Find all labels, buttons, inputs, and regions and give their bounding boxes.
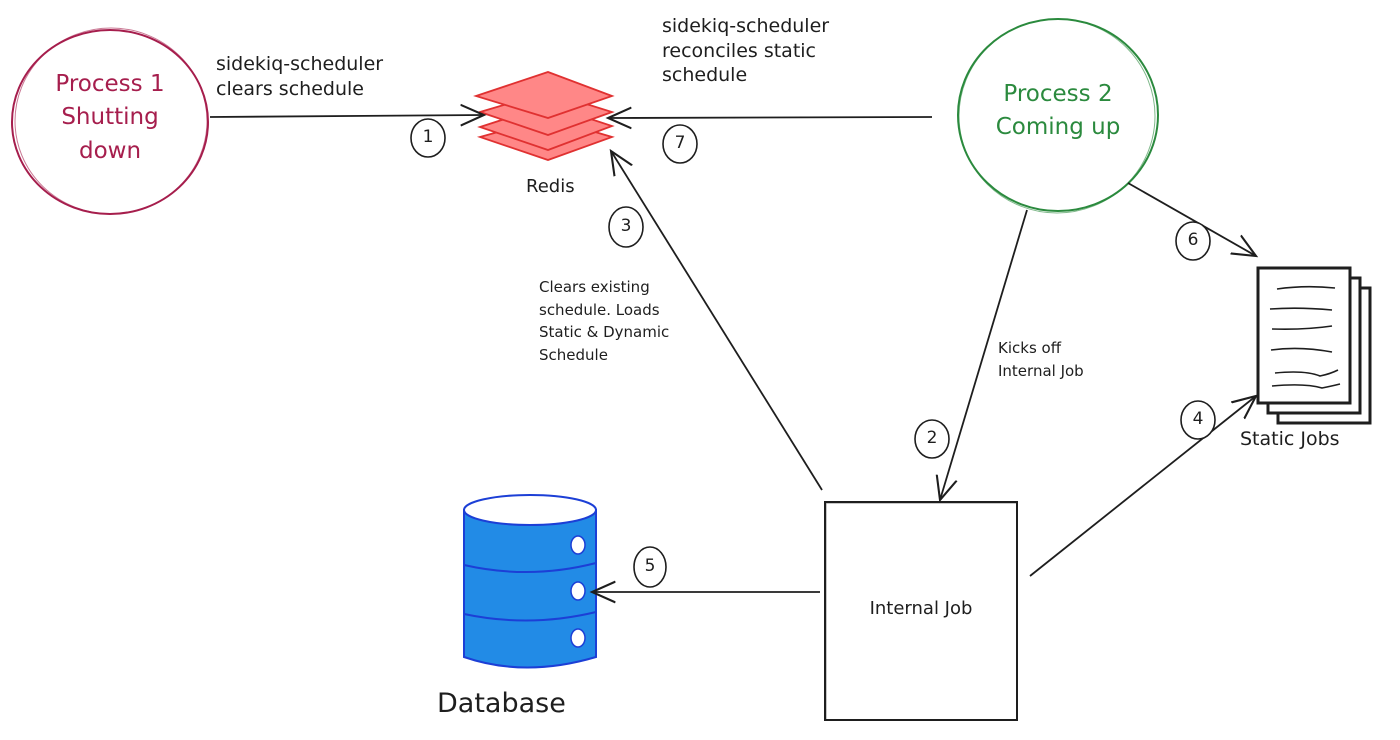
step-5-number: 5 (644, 556, 656, 576)
step-3-number: 3 (620, 216, 632, 236)
document-line (1276, 285, 1336, 290)
step-2-number: 2 (926, 428, 938, 448)
process1-circle-sketch (14, 27, 208, 215)
stacked-layers-icon (473, 71, 615, 161)
edge-7-label: sidekiq-scheduler reconciles static sche… (662, 15, 830, 87)
step-1-badge (410, 118, 446, 158)
process1-node[interactable] (11, 27, 209, 215)
edge-1-arrow[interactable] (209, 115, 484, 117)
step-4-number: 4 (1192, 409, 1204, 429)
database-light (570, 535, 586, 555)
static-jobs-label: Static Jobs (1240, 428, 1340, 450)
document-line (1274, 369, 1339, 377)
static-jobs-node[interactable] (1256, 266, 1372, 425)
document-line (1270, 347, 1333, 353)
database-label: Database (437, 688, 566, 719)
internal-job-node[interactable] (824, 501, 1018, 721)
database-divider (463, 562, 597, 573)
document-line (1271, 383, 1341, 389)
database-divider (463, 611, 597, 622)
step-1-number: 1 (422, 127, 434, 147)
edge-3-arrow[interactable] (611, 151, 823, 491)
redis-label: Redis (526, 176, 575, 197)
document-line (1269, 307, 1333, 311)
edge-2-arrow[interactable] (940, 209, 1028, 500)
process1-label: Process 1 Shutting down (55, 71, 165, 164)
step-6-number: 6 (1187, 230, 1199, 250)
document-line (1271, 325, 1333, 330)
step-5-badge (633, 546, 667, 588)
edge-2-label: Kicks off Internal Job (998, 339, 1084, 380)
step-4-badge (1180, 400, 1216, 440)
internal-job-label: Internal Job (869, 598, 973, 619)
edge-6-arrow[interactable] (1127, 182, 1256, 256)
internal-job-box-sketch (825, 502, 1018, 721)
process2-circle-sketch (958, 18, 1156, 214)
step-6-badge (1175, 221, 1211, 261)
database-light (570, 628, 586, 648)
document-front (1256, 266, 1352, 405)
step-7-badge (662, 124, 698, 164)
database-node[interactable] (463, 494, 597, 669)
database-cylinder-icon (463, 494, 597, 669)
process2-node[interactable] (957, 18, 1159, 214)
edge-1-label: sidekiq-scheduler clears schedule (216, 53, 384, 100)
redis-node[interactable] (473, 71, 615, 161)
step-2-badge (914, 419, 950, 459)
redis-layer-1 (473, 71, 615, 119)
database-top (463, 494, 597, 526)
database-light (570, 581, 586, 601)
edge-3-label: Clears existing schedule. Loads Static &… (539, 278, 670, 364)
edge-4-arrow[interactable] (1029, 396, 1256, 577)
documents-stack-icon (1256, 266, 1372, 425)
database-body (463, 509, 597, 669)
step-7-number: 7 (674, 133, 686, 153)
edge-7-arrow[interactable] (608, 117, 933, 118)
process2-label: Process 2 Coming up (995, 81, 1121, 141)
step-3-badge (608, 206, 644, 248)
